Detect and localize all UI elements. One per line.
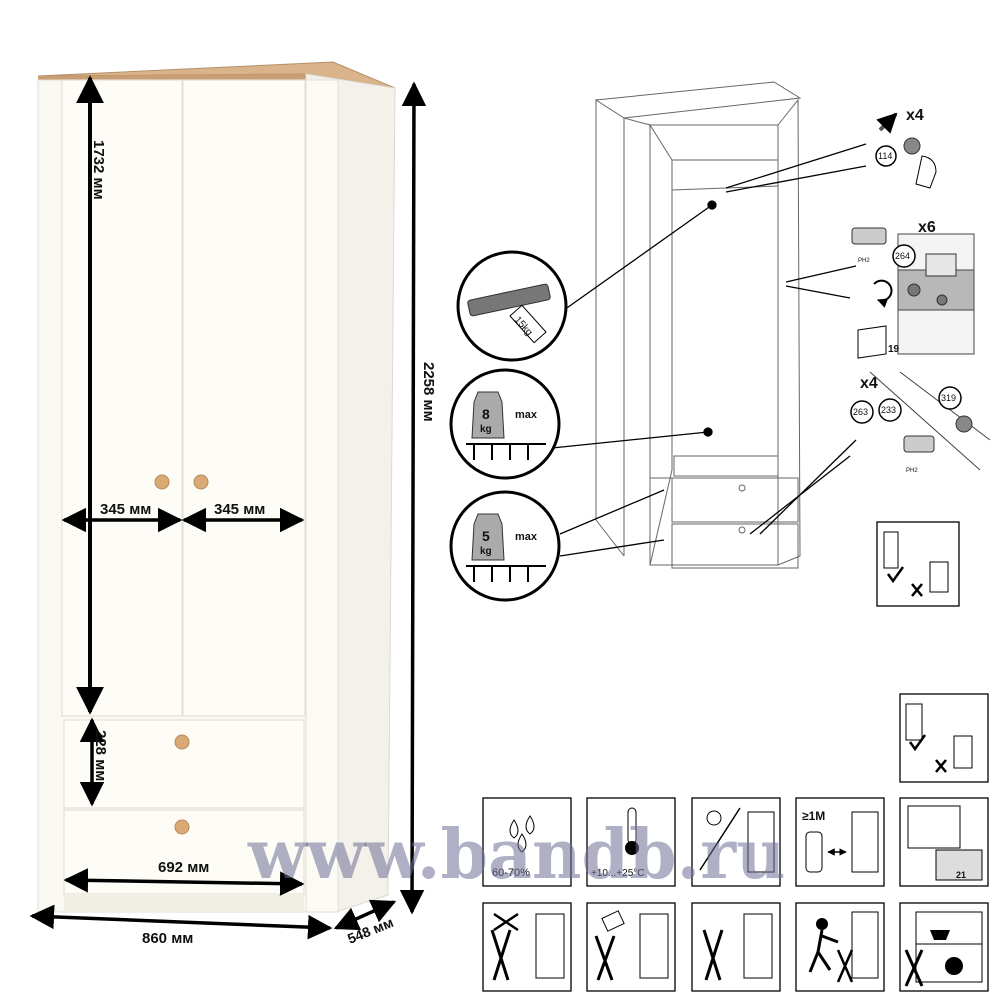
shelf-load-value: 8 xyxy=(482,406,490,422)
wall-mount-icon xyxy=(876,521,960,607)
humidity-icon xyxy=(482,797,572,887)
dimension-lines xyxy=(29,75,427,940)
detail-top-connector: x4 114 xyxy=(875,107,937,189)
screwdriver-label-1: PH2 xyxy=(858,258,870,264)
drawer-load-value: 5 xyxy=(482,528,490,544)
wall-mount-icon-2 xyxy=(899,693,989,783)
rail-load-callout: 15kg xyxy=(456,250,568,362)
no-chemicals-icon xyxy=(586,902,676,992)
part-264: 264 xyxy=(895,251,910,261)
part-263: 263 xyxy=(853,407,868,417)
drawer-height-label: 228 мм xyxy=(92,730,109,781)
drawer-load-callout: 5 kg max xyxy=(449,490,561,602)
assembly-drawing xyxy=(594,81,802,569)
shelf-load-max: max xyxy=(515,409,538,421)
total-width-label: 860 мм xyxy=(142,930,193,947)
total-height-label: 2258 мм xyxy=(420,362,437,422)
inner-width-label: 692 мм xyxy=(158,859,209,876)
drawer-knob-bottom xyxy=(174,819,190,835)
watermark: www.bandb.ru xyxy=(247,815,786,895)
detail-hinges: x6 PH2 264 19 xyxy=(851,219,975,359)
qty-drawers: x4 xyxy=(860,375,878,392)
distance-label: ≥1M xyxy=(802,809,825,823)
drawer-load-unit: kg xyxy=(480,546,492,557)
qty-top: x4 xyxy=(906,107,924,124)
shelf-load-unit: kg xyxy=(480,424,492,435)
callout-lines xyxy=(551,143,867,557)
heater-distance-icon xyxy=(795,797,885,887)
page-ref: 19 xyxy=(888,344,900,355)
door-knob-left xyxy=(154,474,170,490)
care-icons: 60-70% +10...+25°C ≥1M 21 xyxy=(482,797,989,992)
part-114: 114 xyxy=(878,151,892,161)
door-height-label: 1732 мм xyxy=(90,140,107,200)
sunlight-icon xyxy=(691,797,781,887)
part-233: 233 xyxy=(881,405,896,415)
drawer-knob-top xyxy=(174,734,190,750)
qty-hinges: x6 xyxy=(918,219,936,236)
drawer-load-max: max xyxy=(515,531,538,543)
shelf-load-callout: 8 kg max xyxy=(449,368,561,480)
door-width-left-label: 345 мм xyxy=(100,501,151,518)
temperature-label: +10...+25°C xyxy=(591,868,644,879)
detail-drawer-parts: x4 263 233 319 PH2 xyxy=(850,371,991,474)
part-319: 319 xyxy=(941,393,956,403)
no-overload-icon xyxy=(899,902,989,992)
door-knob-right xyxy=(193,474,209,490)
page-number-label: 21 xyxy=(956,870,966,880)
screwdriver-label-2: PH2 xyxy=(906,468,918,474)
door-width-right-label: 345 мм xyxy=(214,501,265,518)
humidity-label: 60-70% xyxy=(492,867,530,879)
